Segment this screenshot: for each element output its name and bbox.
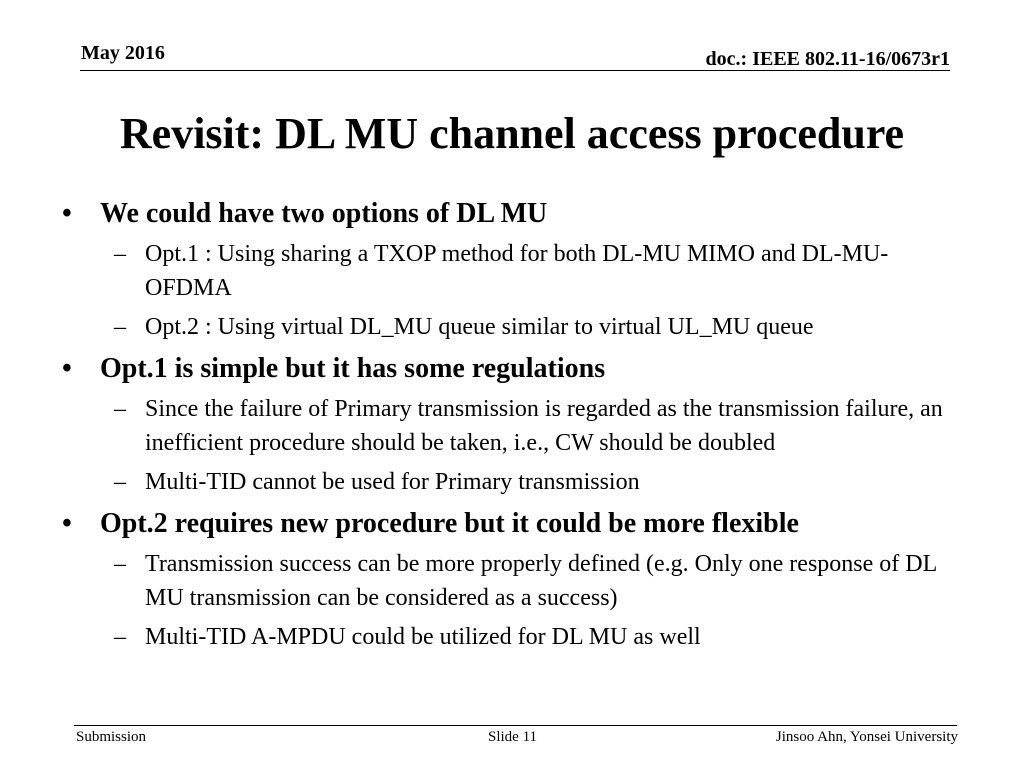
sub-bullet-text: Multi-TID A-MPDU could be utilized for D…: [145, 624, 701, 650]
sub-bullet-text: Transmission success can be more properl…: [145, 551, 937, 611]
bullet-item: • Opt.1 is simple but it has some regula…: [60, 351, 960, 387]
sub-bullet-text: Since the failure of Primary transmissio…: [145, 396, 943, 456]
dash-icon: –: [114, 241, 126, 267]
sub-bullet-item: – Since the failure of Primary transmiss…: [60, 392, 960, 460]
dash-icon: –: [114, 314, 126, 340]
slide-body: • We could have two options of DL MU – O…: [60, 196, 960, 654]
slide-title: Revisit: DL MU channel access procedure: [119, 109, 905, 158]
footer-author: Jinsoo Ahn, Yonsei University: [775, 729, 958, 745]
header-divider: [80, 70, 950, 71]
bullet-item: • We could have two options of DL MU: [60, 196, 960, 232]
sub-bullet-item: – Opt.2 : Using virtual DL_MU queue simi…: [60, 310, 960, 344]
bullet-text: Opt.1 is simple but it has some regulati…: [100, 353, 606, 384]
footer-slide-number: Slide 11: [488, 729, 538, 745]
dash-icon: –: [114, 469, 126, 495]
dash-icon: –: [114, 551, 126, 577]
sub-bullet-text: Multi-TID cannot be used for Primary tra…: [145, 469, 640, 495]
sub-bullet-item: – Transmission success can be more prope…: [60, 547, 960, 615]
bullet-icon: •: [62, 198, 72, 229]
dash-icon: –: [114, 396, 126, 422]
bullet-item: • Opt.2 requires new procedure but it co…: [60, 506, 960, 542]
sub-bullet-text: Opt.1 : Using sharing a TXOP method for …: [145, 241, 889, 301]
bullet-text: We could have two options of DL MU: [100, 198, 548, 229]
footer-divider: [74, 725, 957, 726]
header-date: May 2016: [81, 42, 165, 64]
bullet-text: Opt.2 requires new procedure but it coul…: [100, 508, 799, 539]
sub-bullet-item: – Multi-TID cannot be used for Primary t…: [60, 465, 960, 499]
header-doc-id: doc.: IEEE 802.11-16/0673r1: [705, 48, 950, 70]
bullet-icon: •: [62, 353, 72, 384]
footer-submission: Submission: [76, 729, 147, 745]
sub-bullet-text: Opt.2 : Using virtual DL_MU queue simila…: [145, 314, 814, 340]
bullet-icon: •: [62, 508, 72, 539]
sub-bullet-item: – Multi-TID A-MPDU could be utilized for…: [60, 620, 960, 654]
dash-icon: –: [114, 624, 126, 650]
sub-bullet-item: – Opt.1 : Using sharing a TXOP method fo…: [60, 237, 960, 305]
